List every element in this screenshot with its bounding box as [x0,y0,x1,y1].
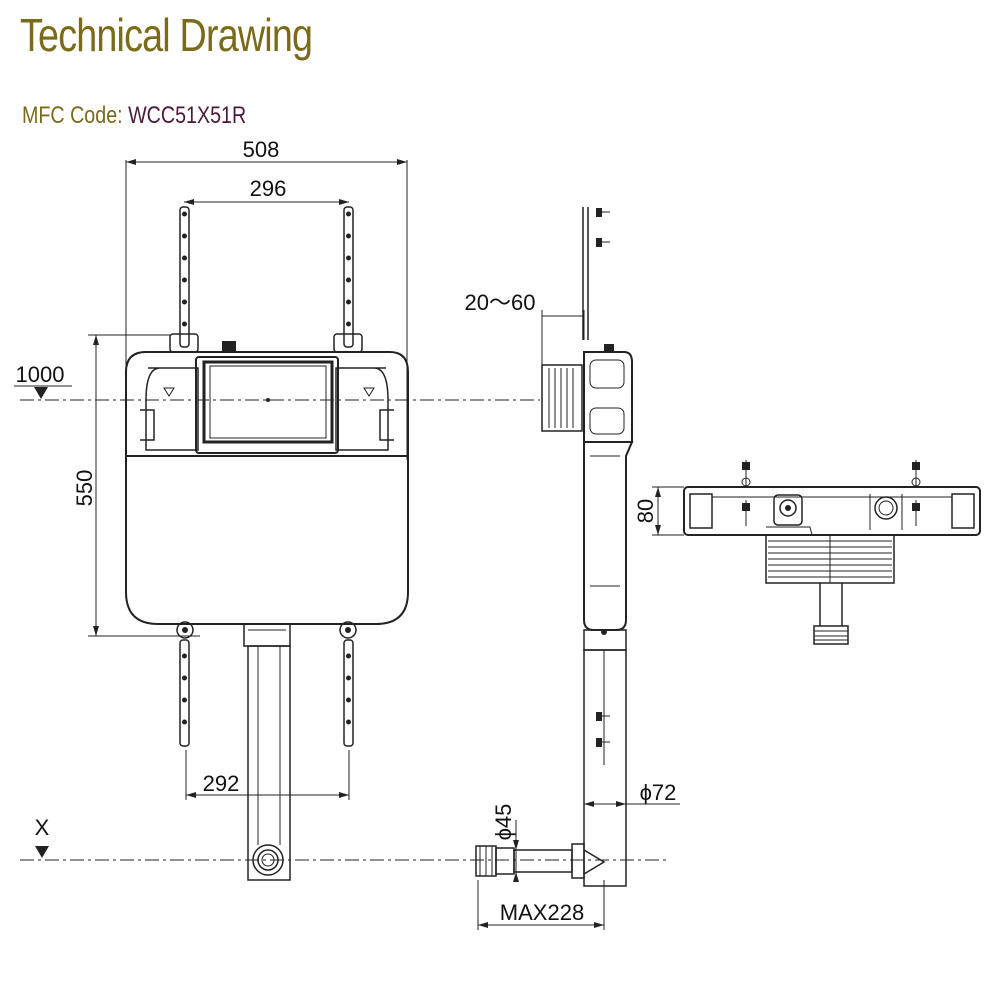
dim-bottom-ref: X [35,815,50,840]
side-view: 20～60 ϕ72 [465,207,680,930]
dim-depth: 80 [633,499,658,523]
dim-frame-width: 296 [250,176,287,201]
dim-height-ref: 1000 [16,362,65,387]
front-view: 508 296 [14,137,540,881]
page-title: Technical Drawing [20,9,313,61]
dim-inlet-diameter: ϕ45 [491,804,516,841]
dim-wall-range: 20～60 [465,290,536,315]
top-view: 80 [633,460,981,645]
dim-overall-width: 508 [243,137,280,162]
mfc-code: MFC Code: WCC51X51R [22,102,246,130]
mfc-code-value: WCC51X51R [128,102,247,129]
dim-outlet-diameter: ϕ72 [640,780,677,805]
dim-bottom-frame-width: 292 [203,771,240,796]
dim-cistern-height: 550 [72,470,97,507]
mfc-code-label: MFC Code: [22,102,123,129]
dim-max-length: MAX228 [500,900,584,925]
